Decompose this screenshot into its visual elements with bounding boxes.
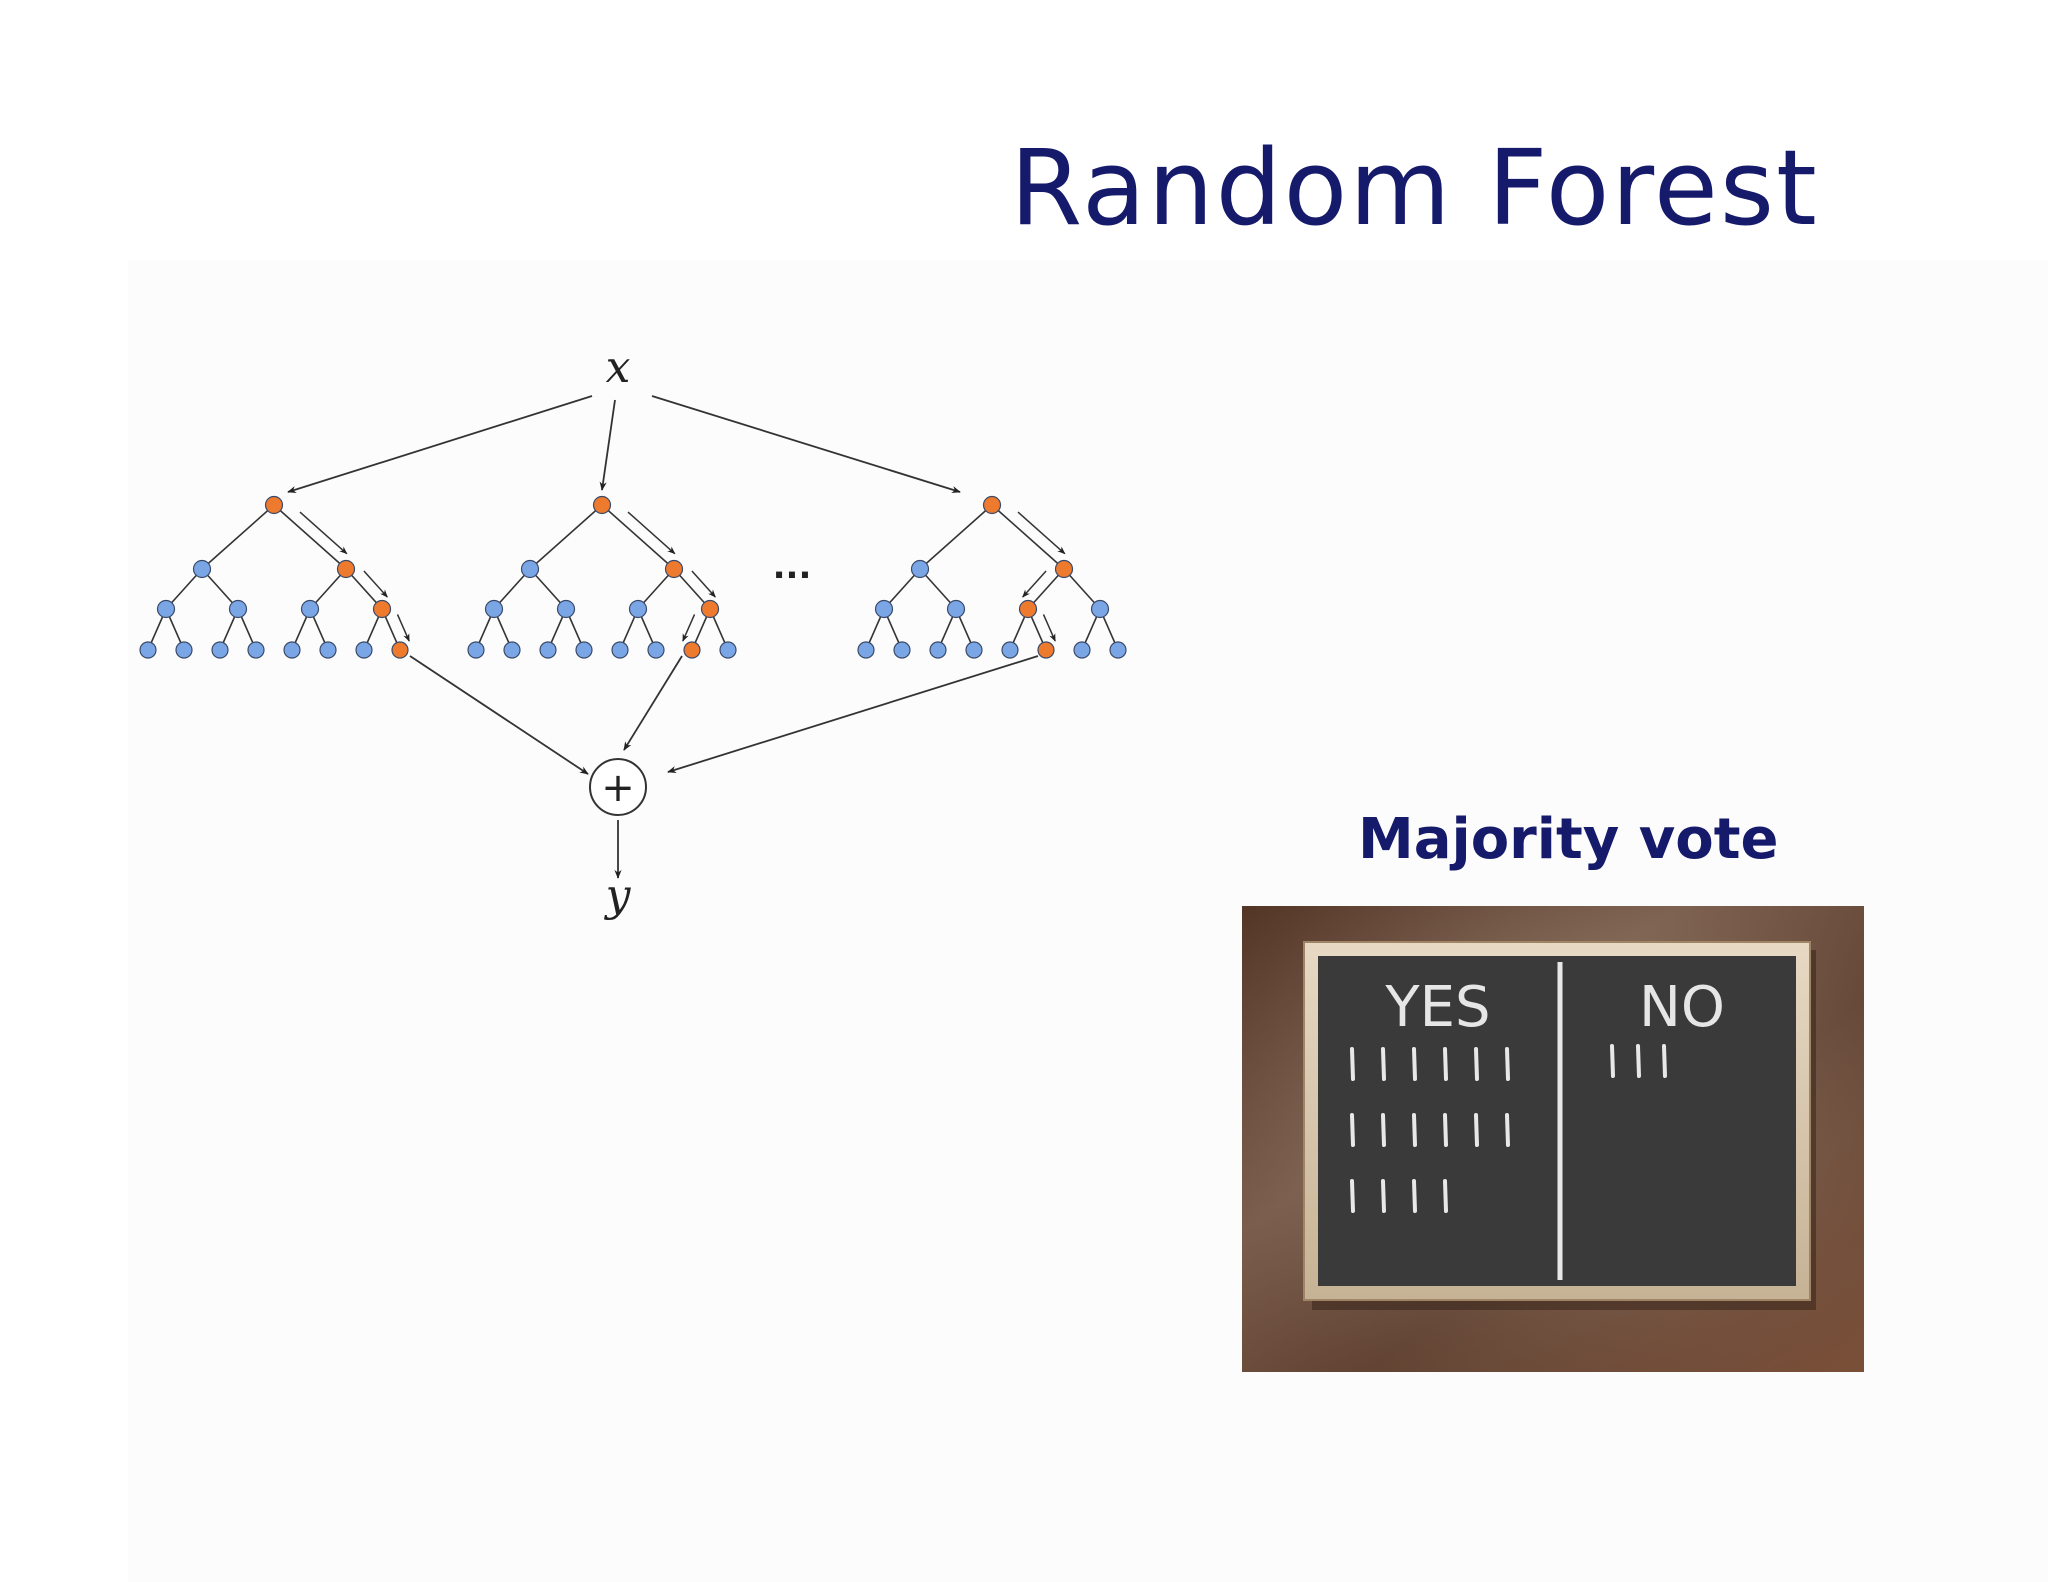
decision-path-arrow (397, 614, 409, 641)
tree-node (1002, 642, 1018, 658)
tally-mark (1476, 1115, 1477, 1145)
tally-mark (1638, 1046, 1639, 1076)
tree-node (504, 642, 520, 658)
tree-node (912, 561, 929, 578)
tree-node-active (392, 642, 408, 658)
tree-node-active (666, 561, 683, 578)
tree-node (576, 642, 592, 658)
tree-node (1110, 642, 1126, 658)
ellipsis: ... (773, 547, 812, 587)
tree-node-active (1020, 601, 1037, 618)
tree-node (948, 601, 965, 618)
tree-node (284, 642, 300, 658)
arrow-x-to-tree-1 (288, 396, 592, 492)
majority-vote-title: Majority vote (1358, 800, 1818, 880)
tree-node (648, 642, 664, 658)
input-x-label: x (606, 342, 631, 393)
output-y-label: y (604, 870, 632, 921)
tally-mark (1664, 1046, 1665, 1076)
tally-mark (1383, 1115, 1384, 1145)
tally-mark (1612, 1046, 1613, 1076)
yes-label: YES (1384, 975, 1490, 1040)
tally-mark (1383, 1049, 1384, 1079)
tree-node-active (984, 497, 1001, 514)
decision-path-arrow (1018, 512, 1065, 554)
tally-mark (1507, 1115, 1508, 1145)
tree-node (1074, 642, 1090, 658)
tree-node (158, 601, 175, 618)
tree-node-active (594, 497, 611, 514)
tree-node (894, 642, 910, 658)
tree-node (230, 601, 247, 618)
tree-node-active (374, 601, 391, 618)
tree-node-active (266, 497, 283, 514)
tree-node (522, 561, 539, 578)
no-label: NO (1639, 975, 1725, 1040)
decision-tree-1 (140, 497, 409, 659)
tree-edge (992, 505, 1064, 569)
tree-node (612, 642, 628, 658)
random-forest-diagram: x ... + y (120, 330, 1140, 950)
decision-tree-3 (858, 497, 1126, 659)
tree-node (486, 601, 503, 618)
tally-board-photo: YES NO (1242, 906, 1864, 1372)
decision-trees (140, 497, 1126, 659)
tree-node (1092, 601, 1109, 618)
tree-node (720, 642, 736, 658)
tree-node (966, 642, 982, 658)
tree-node (320, 642, 336, 658)
tally-mark (1507, 1049, 1508, 1079)
tree-edge (530, 505, 602, 569)
tree-node (930, 642, 946, 658)
tree-node (630, 601, 647, 618)
tree-node (356, 642, 372, 658)
tree-edge (274, 505, 346, 569)
tree-edge (920, 505, 992, 569)
arrow-tree-2-to-sum (624, 656, 682, 750)
arrow-tree-1-to-sum (410, 656, 588, 774)
tally-mark (1445, 1181, 1446, 1211)
tree-node (194, 561, 211, 578)
tree-edge (602, 505, 674, 569)
tree-node (212, 642, 228, 658)
tree-node (468, 642, 484, 658)
tally-mark (1352, 1115, 1353, 1145)
decision-path-arrow (1043, 614, 1055, 641)
tree-node-active (684, 642, 700, 658)
tree-node-active (338, 561, 355, 578)
arrow-tree-3-to-sum (668, 656, 1038, 772)
sum-symbol: + (601, 765, 635, 811)
tree-node (876, 601, 893, 618)
tally-mark (1383, 1181, 1384, 1211)
tree-node (140, 642, 156, 658)
arrow-x-to-tree-2 (602, 400, 615, 490)
tally-mark (1414, 1181, 1415, 1211)
tree-edge (202, 505, 274, 569)
slide-title: Random Forest (1010, 118, 1910, 258)
tally-mark (1476, 1049, 1477, 1079)
tree-node-active (1056, 561, 1073, 578)
decision-tree-2 (468, 497, 736, 659)
tally-mark (1352, 1049, 1353, 1079)
decision-path-arrow (300, 512, 347, 554)
tree-node-active (702, 601, 719, 618)
tree-node (248, 642, 264, 658)
tree-node (858, 642, 874, 658)
arrow-x-to-tree-3 (652, 396, 960, 492)
tally-mark (1414, 1115, 1415, 1145)
tally-mark (1445, 1049, 1446, 1079)
tally-mark (1352, 1181, 1353, 1211)
decision-path-arrow (628, 512, 675, 554)
tally-mark (1414, 1049, 1415, 1079)
tree-node (176, 642, 192, 658)
tally-mark (1445, 1115, 1446, 1145)
tree-node (558, 601, 575, 618)
tree-node (302, 601, 319, 618)
tree-node (540, 642, 556, 658)
tree-node-active (1038, 642, 1054, 658)
decision-path-arrow (683, 614, 695, 641)
